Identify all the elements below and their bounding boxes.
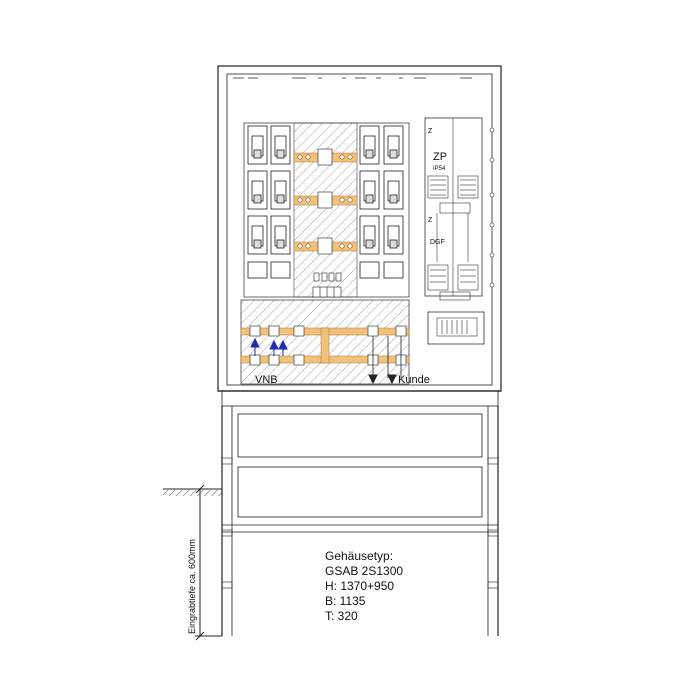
z-top-label: Z	[428, 128, 433, 135]
spec-heading: Gehäusetyp:	[325, 549, 393, 563]
main-busbar-section	[240, 299, 410, 385]
spec-depth: T: 320	[325, 609, 358, 623]
zp-sub-label: IP54	[433, 166, 446, 172]
fuse-holders-right	[359, 125, 404, 279]
terminal-block	[312, 272, 342, 298]
depth-dimension	[195, 484, 222, 641]
zp-label: ZP	[433, 151, 447, 163]
depth-label: Eingrabtiefe ca. 600mm	[187, 539, 197, 634]
terminal	[247, 261, 268, 279]
terminal	[383, 261, 404, 279]
terminal	[359, 261, 380, 279]
spec-type: GSAB 2S1300	[325, 564, 403, 578]
housing-base	[221, 406, 499, 636]
z-mid-label: Z	[428, 217, 433, 224]
spec-width: B: 1135	[325, 594, 366, 608]
ground-line	[163, 488, 222, 496]
fuse-holders-left	[247, 125, 291, 279]
kunde-arrows	[368, 374, 397, 385]
spec-height: H: 1370+950	[325, 579, 394, 593]
kunde-label: Kunde	[398, 374, 430, 386]
fuse-busbars	[293, 148, 358, 255]
housing-upper	[217, 65, 502, 407]
terminal	[270, 261, 291, 279]
vnb-arrows	[250, 337, 288, 356]
vnb-label: VNB	[255, 374, 278, 386]
dgf-label: DGF	[430, 239, 445, 246]
meter-panel	[424, 117, 495, 345]
